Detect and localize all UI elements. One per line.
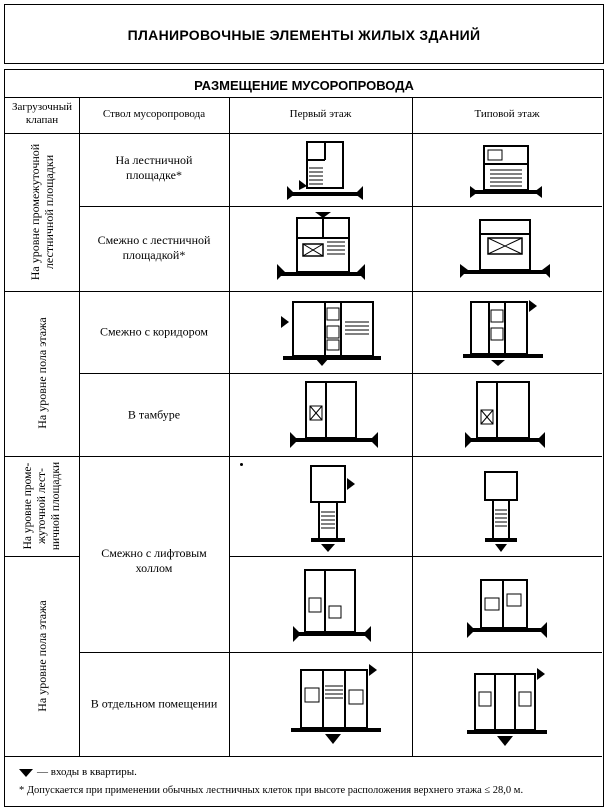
grid-line (229, 97, 230, 756)
valve-group-3: На уровне проме-жуточной лест-ничной пло… (22, 461, 62, 551)
header-first-floor: Первый этаж (289, 108, 352, 120)
plan-first-r3 (281, 301, 381, 366)
table-frame: РАЗМЕЩЕНИЕ МУСОРОПРОВОДА Загрузочный кла… (4, 69, 604, 807)
shaft-row-label: На лестничной площадке* (115, 153, 193, 182)
valve-group-2: На уровне пола этажа (35, 317, 49, 429)
grid-line (229, 556, 602, 557)
header-valve: Загрузочный клапан (12, 101, 72, 126)
entrance-marker-icon (19, 769, 33, 777)
table-subtitle: РАЗМЕЩЕНИЕ МУСОРОПРОВОДА (194, 78, 414, 93)
grid-line (5, 291, 602, 292)
grid-line (412, 97, 413, 756)
shaft-row-label: Смежно с коридором (99, 324, 209, 339)
plan-typical-r6 (467, 579, 547, 638)
grid-line (5, 456, 602, 457)
plan-first-r2 (277, 212, 365, 280)
plan-typical-r3 (463, 300, 543, 366)
shaft-row-label: Смежно с лестничной площадкой* (97, 233, 211, 262)
valve-group-1: На уровне промежуточной лестничной площа… (28, 143, 56, 281)
asterisk-mark (240, 463, 243, 466)
plan-first-r5 (310, 465, 355, 552)
plan-typical-r7 (467, 668, 547, 746)
header-shaft: Ствол мусоропровода (102, 108, 206, 120)
shaft-row-label: В тамбуре (127, 407, 181, 422)
plan-first-r7 (291, 664, 381, 744)
valve-group-4: На уровне пола этажа (35, 600, 49, 712)
plan-typical-r5 (484, 471, 518, 552)
grid-line (79, 373, 602, 374)
plan-first-r6 (293, 569, 371, 642)
grid-line (79, 97, 80, 756)
footnote-text: * Допускается при применении обычных лес… (19, 785, 524, 796)
grid-line (79, 652, 602, 653)
page-title: ПЛАНИРОВОЧНЫЕ ЭЛЕМЕНТЫ ЖИЛЫХ ЗДАНИЙ (127, 27, 481, 43)
grid-line (79, 206, 602, 207)
grid-line (5, 133, 602, 134)
plan-typical-r4 (465, 381, 545, 448)
plan-typical-r1 (470, 145, 542, 198)
plan-typical-r2 (460, 219, 550, 278)
grid-line (5, 756, 602, 757)
grid-line (5, 97, 602, 98)
plan-first-r4 (290, 381, 378, 448)
title-frame: ПЛАНИРОВОЧНЫЕ ЭЛЕМЕНТЫ ЖИЛЫХ ЗДАНИЙ (4, 4, 604, 64)
shaft-row-label: Смежно с лифтовым холлом (101, 546, 207, 575)
header-typical-floor: Типовой этаж (474, 108, 540, 120)
grid-line (5, 556, 79, 557)
plan-first-r1 (287, 141, 363, 200)
shaft-row-label: В отдельном помещении (90, 696, 218, 711)
legend-text: — входы в квартиры. (37, 766, 137, 778)
